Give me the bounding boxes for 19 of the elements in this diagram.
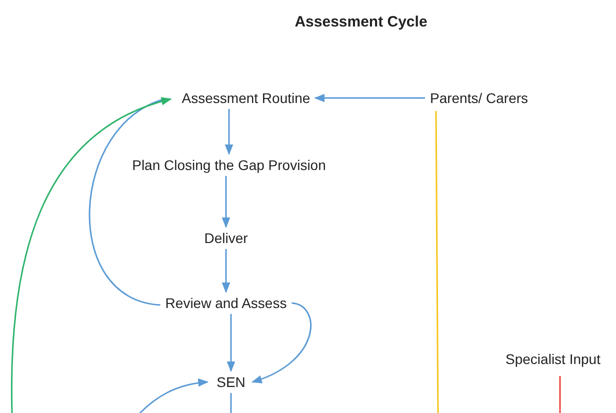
diagram-title: Assessment Cycle	[294, 14, 428, 30]
connector-line	[230, 393, 232, 413]
connector-line	[435, 111, 439, 413]
arrow	[11, 98, 172, 413]
arrow	[139, 378, 209, 413]
arrow	[226, 314, 236, 372]
arrow	[224, 109, 234, 156]
step-label: Deliver	[202, 229, 250, 247]
step-label: Assessment Routine	[180, 89, 312, 107]
step-label: Parents/ Carers	[428, 89, 530, 107]
arrow	[314, 94, 425, 102]
arrow	[222, 176, 230, 228]
step-label: Specialist Input	[504, 350, 602, 368]
connector-line	[559, 376, 561, 413]
step-label: Review and Assess	[163, 294, 289, 312]
arrow	[222, 249, 230, 294]
arrow	[251, 302, 312, 383]
step-label: SEN	[214, 373, 248, 391]
step-label: Plan Closing the Gap Provision	[130, 156, 328, 174]
